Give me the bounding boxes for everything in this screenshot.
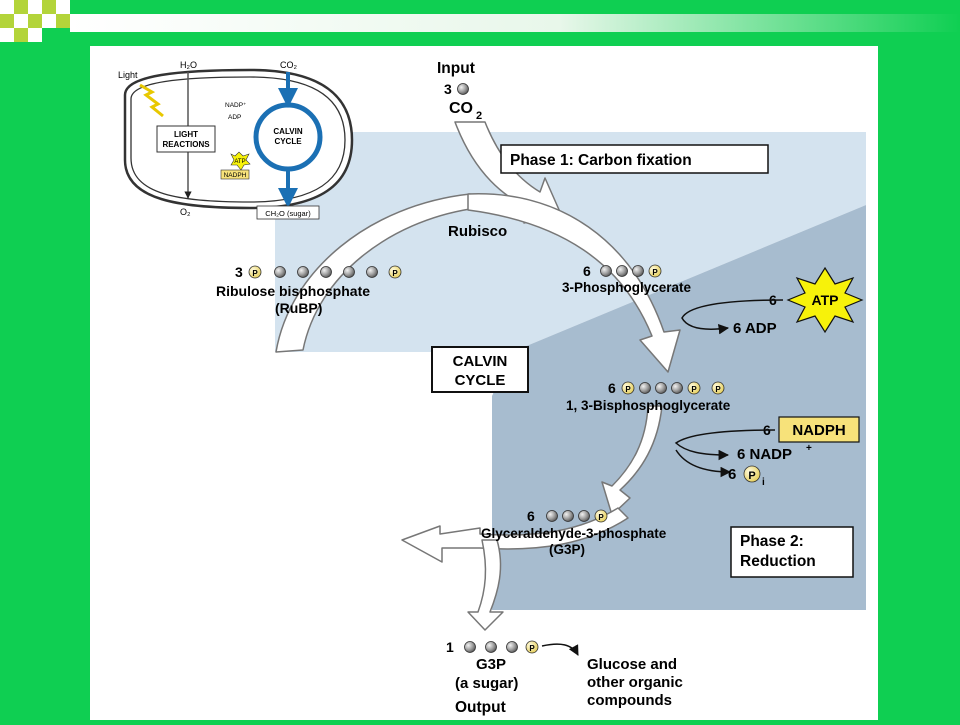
inset-co2-label: CO₂ <box>280 60 298 70</box>
svg-text:P: P <box>691 385 697 394</box>
svg-text:6: 6 <box>527 508 535 524</box>
calvin-cycle-label-1: CALVIN <box>453 353 508 370</box>
svg-text:1: 1 <box>446 639 454 655</box>
atp-label: ATP <box>812 292 839 308</box>
diagram-panel: CALVIN CYCLE Phase 1: Carbon fixation Ph… <box>90 46 878 720</box>
input-count: 3 <box>444 81 452 97</box>
phase1-label: Phase 1: Carbon fixation <box>510 152 692 169</box>
input-label: Input <box>437 60 475 77</box>
g3p-molecule: 6 P <box>527 508 608 524</box>
phase1-box <box>500 144 769 174</box>
svg-text:P: P <box>748 470 755 482</box>
calvin-cycle-diagram: CALVIN CYCLE Phase 1: Carbon fixation Ph… <box>118 60 866 716</box>
output-molecule: 1 P <box>446 639 539 655</box>
svg-text:P: P <box>715 385 721 394</box>
output-desc: (a sugar) <box>455 675 518 692</box>
calvin-cycle-box <box>431 346 529 393</box>
phase2-label-2: Reduction <box>740 553 816 570</box>
nadph-label: NADPH <box>792 422 845 439</box>
phase2-panel <box>492 205 866 610</box>
chloroplast-inset: Light H₂O LIGHT REACTIONS O₂ CO₂ CALVIN … <box>118 60 354 220</box>
nadph-box <box>778 416 860 443</box>
svg-text:REACTIONS: REACTIONS <box>162 140 210 149</box>
phase2-box <box>730 526 854 578</box>
products-line-3: compounds <box>587 692 672 709</box>
svg-text:ATP: ATP <box>234 159 245 165</box>
phase2-label-1: Phase 2: <box>740 533 804 550</box>
svg-text:P: P <box>252 269 258 278</box>
output-molecule-label: G3P <box>476 656 506 673</box>
svg-text:6: 6 <box>583 263 591 279</box>
nadp-superscript: + <box>806 443 812 454</box>
svg-text:6: 6 <box>608 380 616 396</box>
inset-o2-label: O₂ <box>180 207 191 217</box>
input-subscript: 2 <box>476 110 482 122</box>
atp-icon <box>786 266 864 334</box>
bisphosphoglycerate-molecule: 6 P P P <box>608 380 725 396</box>
calvin-cycle-label-2: CYCLE <box>455 372 506 389</box>
svg-text:NADP⁺: NADP⁺ <box>225 102 247 109</box>
pi-subscript: i <box>762 477 765 488</box>
svg-text:P: P <box>652 268 658 277</box>
g3p-label: Glyceraldehyde-3-phosphate <box>481 526 667 541</box>
rubp-abbr: (RuBP) <box>275 300 322 316</box>
rubp-label: Ribulose bisphosphate <box>216 283 370 299</box>
svg-text:P: P <box>625 385 631 394</box>
svg-text:P: P <box>392 269 398 278</box>
svg-text:NADPH: NADPH <box>224 172 247 179</box>
adp-label: 6 ADP <box>733 320 777 337</box>
inset-atp-icon <box>230 151 251 171</box>
svg-text:P: P <box>529 644 535 653</box>
inset-light-label: Light <box>118 70 138 80</box>
input-molecule: CO <box>449 100 473 117</box>
svg-text:P: P <box>598 513 604 522</box>
rubisco-label: Rubisco <box>448 223 507 240</box>
pi-icon <box>743 465 761 483</box>
products-line-2: other organic <box>587 674 683 691</box>
g3p-abbr: (G3P) <box>549 542 585 557</box>
svg-text:CYCLE: CYCLE <box>274 137 302 146</box>
svg-text:3: 3 <box>235 264 243 280</box>
phosphoglycerate-label: 3-Phosphoglycerate <box>562 280 692 295</box>
svg-text:CALVIN: CALVIN <box>273 127 302 136</box>
pi-count: 6 <box>728 466 736 483</box>
svg-text:ADP: ADP <box>228 114 241 121</box>
svg-text:LIGHT: LIGHT <box>174 130 198 139</box>
output-label: Output <box>455 699 506 716</box>
nadp-label: 6 NADP <box>737 446 792 463</box>
rubp-molecule: 3 P P <box>235 264 402 280</box>
phosphoglycerate-molecule: 6 P <box>583 263 662 279</box>
corner-decoration <box>0 0 960 42</box>
svg-text:CH₂O (sugar): CH₂O (sugar) <box>265 209 311 218</box>
products-line-1: Glucose and <box>587 656 677 673</box>
light-bolt-icon <box>139 83 164 118</box>
bisphosphoglycerate-label: 1, 3-Bisphosphoglycerate <box>566 398 731 413</box>
inset-h2o-label: H₂O <box>180 60 197 70</box>
